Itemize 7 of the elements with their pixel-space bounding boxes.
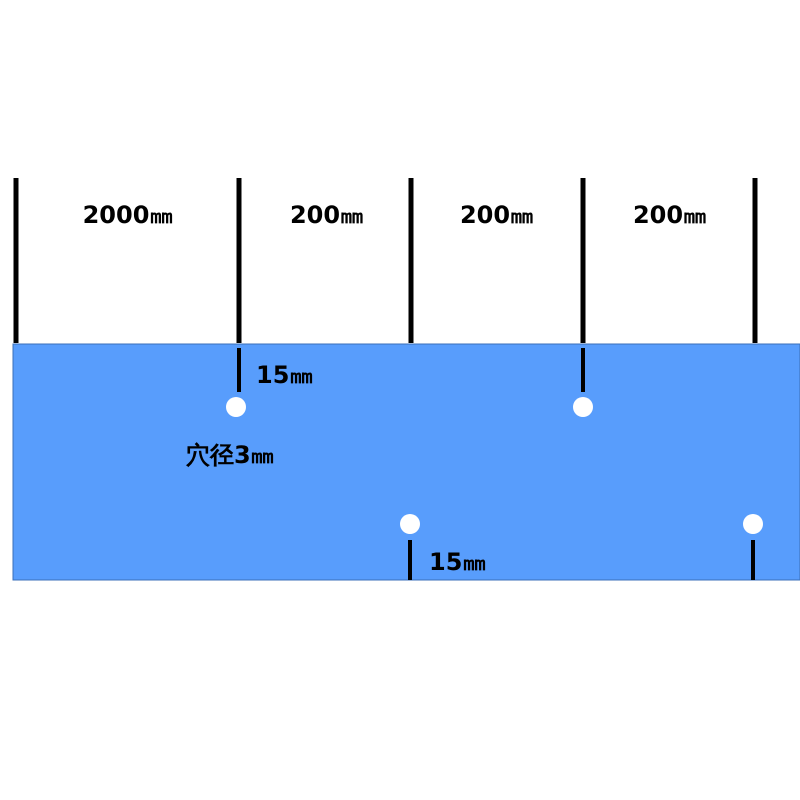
dimension-label: 200㎜ bbox=[632, 203, 708, 227]
dimension-label: 穴径3㎜ bbox=[186, 443, 275, 467]
dimension-label: 15㎜ bbox=[256, 363, 314, 387]
dimension-label: 200㎜ bbox=[460, 203, 534, 227]
dimension-label: 200㎜ bbox=[290, 203, 364, 227]
dimension-label: 2000㎜ bbox=[82, 203, 174, 227]
dimension-label: 15㎜ bbox=[429, 550, 486, 574]
